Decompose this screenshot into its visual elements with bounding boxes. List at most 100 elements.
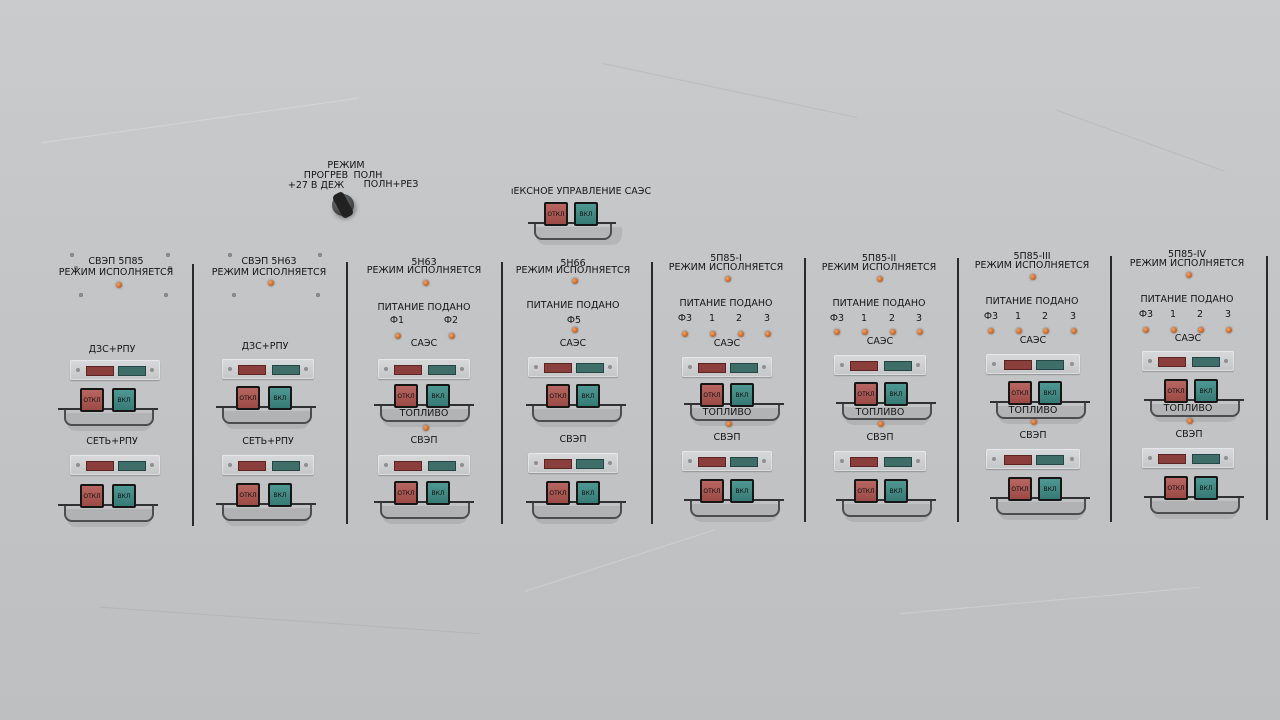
on-button[interactable]: ВКЛ [576, 481, 600, 505]
indicator-plate [834, 355, 926, 375]
off-button[interactable]: ОТКЛ [80, 484, 104, 508]
section-title: 5Н66 [560, 258, 586, 269]
button-group: ОТКЛ ВКЛ [58, 484, 168, 544]
phase-label: 1 [1014, 311, 1022, 322]
power-label: ПИТАНИЕ ПОДАНО [985, 296, 1079, 307]
off-button[interactable]: ОТКЛ [1008, 477, 1032, 501]
phase-label: 3 [1069, 311, 1077, 322]
on-button[interactable]: ВКЛ [268, 483, 292, 507]
off-button[interactable]: ОТКЛ [700, 383, 724, 407]
off-button[interactable]: ОТКЛ [394, 481, 418, 505]
section-status: РЕЖИМ ИСПОЛНЯЕТСЯ [668, 262, 784, 273]
group-label: САЭС [559, 338, 587, 349]
indicator-plate [222, 359, 314, 379]
rotary-switch-title: РЕЖИМ [327, 160, 365, 171]
power-label: ПИТАНИЕ ПОДАНО [526, 300, 620, 311]
indicator-plate [378, 455, 470, 475]
off-button[interactable]: ОТКЛ [854, 382, 878, 406]
phase-lamp [1171, 327, 1177, 333]
section-status: РЕЖИМ ИСПОЛНЯЕТСЯ [821, 262, 937, 273]
phase-lamp [765, 331, 771, 337]
section-title: 5П85-IV [1167, 249, 1207, 260]
phase-lamp [572, 327, 578, 333]
on-button[interactable]: ВКЛ [884, 479, 908, 503]
group-label: ДЗС+РПУ [241, 341, 289, 352]
off-button[interactable]: ОТКЛ [80, 388, 104, 412]
group-label: САЭС [713, 338, 741, 349]
phase-label: 2 [1196, 309, 1204, 320]
status-lamp [725, 276, 731, 282]
phase-lamp [682, 331, 688, 337]
status-lamp [268, 280, 274, 286]
indicator-plate [986, 449, 1080, 469]
off-button[interactable]: ОТКЛ [854, 479, 878, 503]
section-status: РЕЖИМ ИСПОЛНЯЕТСЯ [58, 267, 174, 278]
off-button[interactable]: ОТКЛ [546, 481, 570, 505]
phase-label: Ф2 [443, 315, 459, 326]
on-button[interactable]: ВКЛ [1194, 476, 1218, 500]
section-title: 5П85-II [861, 253, 897, 264]
fuel-label: ТОПЛИВО [1008, 405, 1058, 416]
remote-control-title: ıЕКСНОЕ УПРАВЛЕНИЕ САЭС [510, 186, 652, 197]
phase-label: 1 [708, 313, 716, 324]
fuel-label: ТОПЛИВО [855, 407, 905, 418]
fuel-lamp [1031, 419, 1037, 425]
button-group: ОТКЛ ВКЛ [684, 383, 794, 443]
on-button[interactable]: ВКЛ [730, 383, 754, 407]
fuel-label: ТОПЛИВО [1163, 403, 1213, 414]
phase-label: Ф5 [566, 315, 582, 326]
status-lamp [116, 282, 122, 288]
phase-lamp [710, 331, 716, 337]
on-button[interactable]: ВКЛ [576, 384, 600, 408]
divider [1266, 256, 1268, 520]
group-label: САЭС [1019, 335, 1047, 346]
phase-label: Ф3 [983, 311, 999, 322]
on-button[interactable]: ВКЛ [1038, 381, 1062, 405]
on-button[interactable]: ВКЛ [426, 384, 450, 408]
indicator-plate [682, 451, 772, 471]
indicator-plate [986, 354, 1080, 374]
off-button[interactable]: ОТКЛ [236, 483, 260, 507]
phase-lamp [890, 329, 896, 335]
status-lamp [1186, 272, 1192, 278]
off-button[interactable]: ОТКЛ [1008, 381, 1032, 405]
off-button[interactable]: ОТКЛ [1164, 379, 1188, 403]
group-label: САЭС [1174, 333, 1202, 344]
group-label: САЭС [866, 336, 894, 347]
group-label: СВЭП [713, 432, 741, 443]
section-status: РЕЖИМ ИСПОЛНЯЕТСЯ [1129, 258, 1245, 269]
off-button[interactable]: ОТКЛ [1164, 476, 1188, 500]
on-button[interactable]: ВКЛ [268, 386, 292, 410]
phase-lamp [862, 329, 868, 335]
fuel-lamp [726, 421, 732, 427]
phase-label: Ф3 [677, 313, 693, 324]
on-button[interactable]: ВКЛ [112, 388, 136, 412]
section-status: РЕЖИМ ИСПОЛНЯЕТСЯ [974, 260, 1090, 271]
on-button[interactable]: ВКЛ [884, 382, 908, 406]
phase-lamp [988, 328, 994, 334]
divider [501, 262, 503, 524]
group-label: СВЭП [559, 434, 587, 445]
phase-lamp [738, 331, 744, 337]
on-button[interactable]: ВКЛ [426, 481, 450, 505]
remote-off-button[interactable]: ОТКЛ [544, 202, 568, 226]
off-button[interactable]: ОТКЛ [546, 384, 570, 408]
indicator-plate [70, 455, 160, 475]
section-status: РЕЖИМ ИСПОЛНЯЕТСЯ [515, 265, 631, 276]
section-title: СВЭП 5П85 [88, 256, 144, 267]
off-button[interactable]: ОТКЛ [394, 384, 418, 408]
remote-on-button[interactable]: ВКЛ [574, 202, 598, 226]
phase-lamp [1226, 327, 1232, 333]
on-button[interactable]: ВКЛ [112, 484, 136, 508]
on-button[interactable]: ВКЛ [1038, 477, 1062, 501]
off-button[interactable]: ОТКЛ [700, 479, 724, 503]
on-button[interactable]: ВКЛ [1194, 379, 1218, 403]
status-lamp [423, 280, 429, 286]
section-status: РЕЖИМ ИСПОЛНЯЕТСЯ [366, 265, 482, 276]
off-button[interactable]: ОТКЛ [236, 386, 260, 410]
rotary-position-prewarm: ПРОГРЕВ [303, 170, 349, 181]
section-title: 5Н63 [411, 257, 437, 268]
on-button[interactable]: ВКЛ [730, 479, 754, 503]
indicator-plate [1142, 351, 1234, 371]
phase-lamp [449, 333, 455, 339]
